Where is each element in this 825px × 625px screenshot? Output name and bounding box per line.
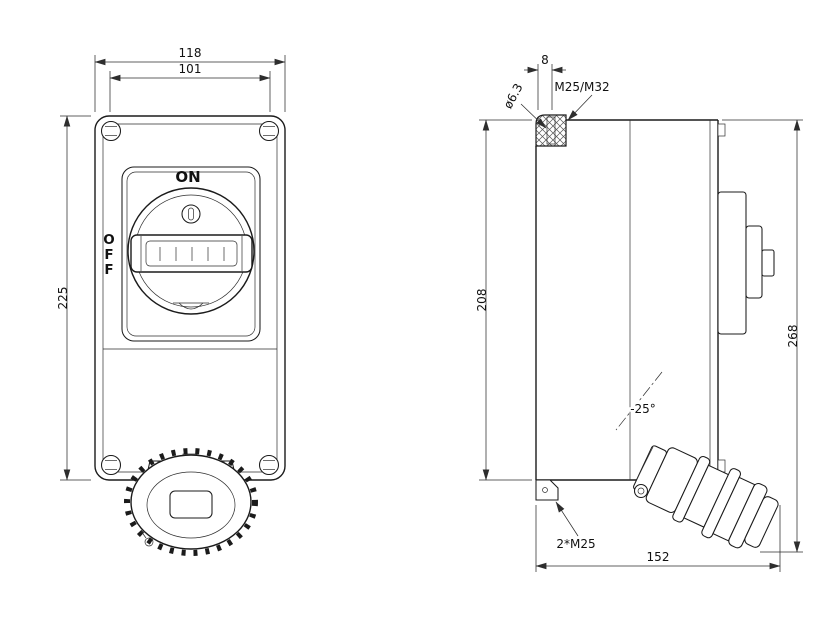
on-label: ON (175, 168, 200, 186)
screw-bottom-right (258, 454, 280, 476)
indicator-slot (188, 207, 194, 221)
off-letter-f1: F (104, 247, 113, 263)
side-body-outline (535, 119, 719, 481)
dim-body-height: 208 (475, 119, 532, 481)
dim-outer-width: 118 (94, 46, 286, 112)
angle-centerline (615, 371, 663, 431)
bottom-glands-label: 2*M25 (556, 537, 595, 551)
label-bottom-glands: 2*M25 (555, 501, 596, 551)
dim-flange-thickness-label: 8 (541, 53, 549, 67)
dim-hole-spacing: 101 (109, 62, 271, 112)
dim-outer-width-label: 118 (179, 46, 202, 60)
cap-latch (140, 530, 154, 547)
indicator-circle (181, 204, 201, 224)
side-view: -25° 8 ø6.3 M25/M32 208 (475, 53, 803, 572)
foot-bracket (535, 479, 559, 501)
screw-top-left (100, 120, 122, 142)
screw-bottom-left (100, 454, 122, 476)
off-letter-f2: F (104, 262, 113, 278)
socket-front (124, 448, 258, 556)
flange-hole (546, 116, 556, 145)
front-view: 118 101 225 (56, 46, 286, 556)
dim-overall-height-label: 268 (786, 325, 800, 348)
dim-hole-spacing-label: 101 (179, 62, 202, 76)
socket-window (169, 490, 213, 519)
angle-label: -25° (630, 402, 656, 416)
switch-handle[interactable] (130, 234, 253, 273)
dim-flange-thickness: 8 (524, 53, 566, 110)
screw-top-right (258, 120, 280, 142)
socket-hinge (633, 483, 649, 499)
clip-top (717, 123, 726, 137)
socket-assembly[interactable] (627, 433, 784, 559)
socket-transition-line (636, 446, 654, 480)
label-gland-top: M25/M32 (554, 80, 610, 121)
dim-body-height-label: 208 (475, 289, 489, 312)
socket-cap-inner (146, 471, 236, 539)
switch-plate-inner (126, 171, 256, 337)
switch-shaft-housing (717, 191, 775, 335)
dim-overall-height: 268 (722, 119, 803, 553)
dim-depth: 152 (535, 505, 781, 572)
dim-height-label: 225 (56, 287, 70, 310)
dim-height: 225 (56, 115, 91, 481)
off-label: O F F (103, 232, 114, 278)
flange-hatched (535, 114, 567, 147)
socket-cap-grip (124, 448, 258, 556)
hole-diameter-label: ø6.3 (501, 81, 526, 111)
knob-bottom-detail (173, 302, 209, 310)
dim-depth-label: 152 (647, 550, 670, 564)
gland-top-label: M25/M32 (554, 80, 609, 94)
off-letter-o: O (103, 232, 114, 248)
handle-grip-lines (159, 247, 225, 261)
